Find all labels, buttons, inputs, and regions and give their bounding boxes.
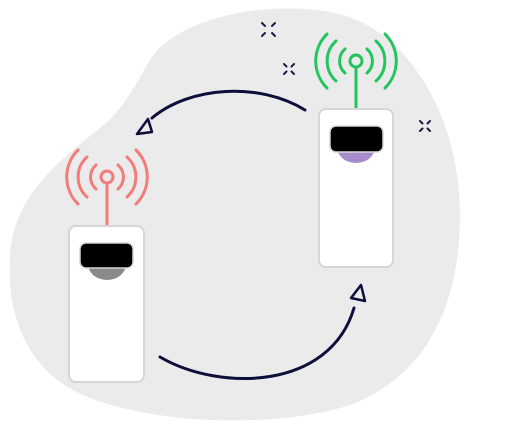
bottom-arrowhead: [349, 283, 367, 303]
curved-arrow-icon: [158, 283, 367, 380]
sparkle-icon: [419, 120, 431, 132]
left-device-screen: [79, 242, 134, 269]
sparkle-icon: [283, 63, 295, 75]
wifi-signal-icon: [65, 148, 149, 228]
right-device-screen: [329, 125, 384, 153]
sparkle-icon: [261, 22, 276, 37]
device-icon: [314, 32, 398, 268]
curved-arrow-icon: [135, 89, 307, 136]
bottom-arrow-line: [158, 306, 356, 380]
device-icon: [65, 148, 149, 383]
wifi-signal-icon: [314, 32, 398, 111]
top-arrowhead: [135, 117, 154, 136]
top-arrow-line: [150, 89, 307, 120]
